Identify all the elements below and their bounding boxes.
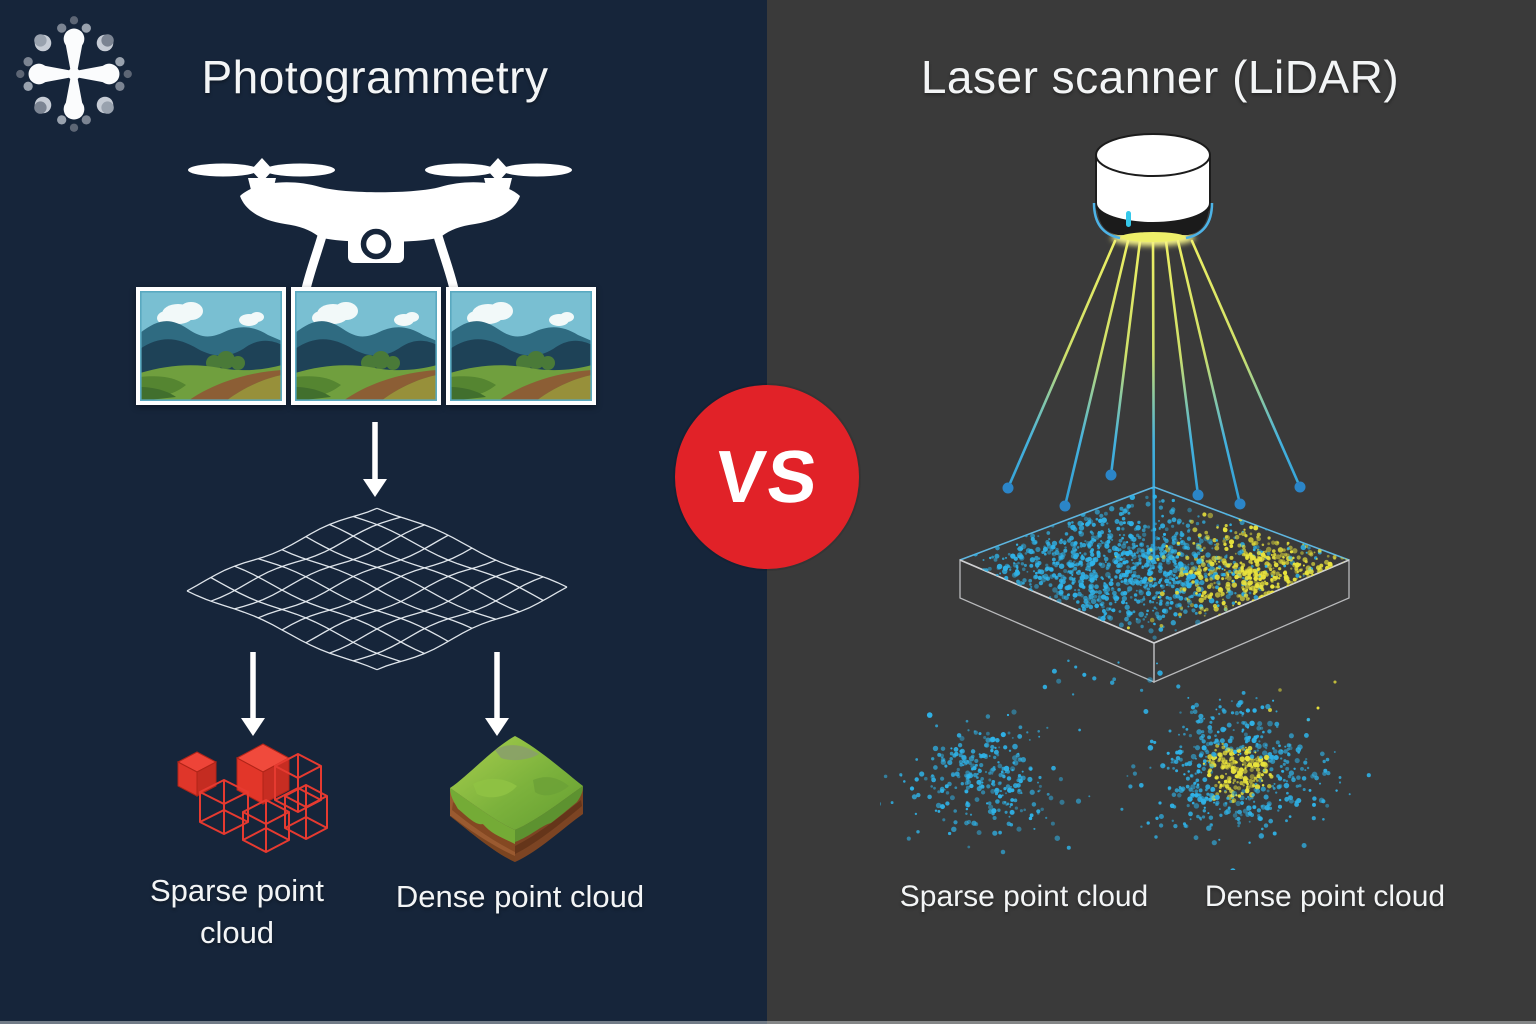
right-sparse-label: Sparse point cloud xyxy=(899,880,1149,913)
laser-beams xyxy=(1002,239,1306,562)
photogrammetry-panel xyxy=(0,0,767,1024)
vs-badge: VS xyxy=(675,385,859,569)
point-cloud-blobs xyxy=(880,690,1371,870)
left-dense-label: Dense point cloud xyxy=(395,879,645,914)
drone-icon xyxy=(188,158,572,292)
wire-cube xyxy=(199,779,249,835)
right-panel-title: Laser scanner (LiDAR) xyxy=(920,51,1400,103)
left-sparse-label: Sparse point cloud xyxy=(149,873,325,950)
photo-strip xyxy=(136,287,596,405)
right-dense-label: Dense point cloud xyxy=(1204,880,1446,913)
sparse-cubes-icon xyxy=(176,743,328,853)
landscape-photo-2 xyxy=(291,287,441,405)
landscape-photo-1 xyxy=(136,287,286,405)
landscape-photo-3 xyxy=(446,287,596,405)
left-panel-title: Photogrammetry xyxy=(201,51,549,103)
flow-arrows xyxy=(241,422,509,736)
terrain-block-icon xyxy=(450,736,583,862)
wireframe-mesh-icon xyxy=(186,507,568,671)
lidar-scanner-icon xyxy=(1092,133,1214,246)
wire-cube xyxy=(284,784,328,840)
bottom-edge-line xyxy=(0,1021,1536,1024)
wire-cube xyxy=(242,799,290,853)
dot-cluster-logo-icon xyxy=(16,16,132,132)
vs-text: VS xyxy=(712,435,823,518)
point-cloud-slab xyxy=(959,486,1350,722)
